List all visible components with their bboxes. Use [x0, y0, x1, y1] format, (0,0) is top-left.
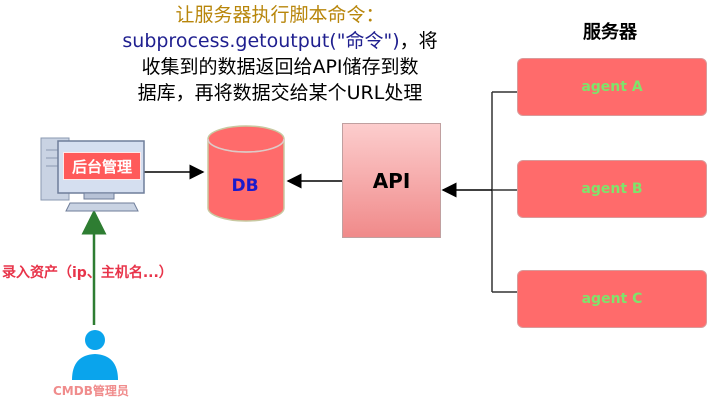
input-assets-label: 录入资产（ip、主机名...） — [2, 265, 173, 281]
user-icon — [72, 330, 118, 380]
database-icon — [207, 125, 285, 222]
agent-c-box: agent C — [517, 270, 707, 328]
api-box: API — [342, 123, 441, 238]
caption-line-4: 据库，再将数据交给某个URL处理 — [137, 82, 423, 104]
agent-b-box: agent B — [517, 160, 707, 218]
caption-line-2-rest: ，将 — [399, 30, 438, 52]
caption-command: subprocess.getoutput("命令") — [122, 30, 400, 52]
cmdb-admin-label: CMDB管理员 — [53, 384, 129, 398]
servers-title: 服务器 — [583, 22, 637, 43]
agent-a-box: agent A — [517, 58, 707, 116]
backend-label: 后台管理 — [63, 152, 141, 180]
agents-bracket — [491, 91, 517, 293]
description-caption: 让服务器执行脚本命令： subprocess.getoutput("命令")，将… — [95, 2, 465, 106]
db-label: DB — [231, 176, 259, 196]
caption-line-3: 收集到的数据返回给API储存到数 — [141, 56, 419, 78]
caption-line-1: 让服务器执行脚本命令： — [175, 4, 385, 26]
